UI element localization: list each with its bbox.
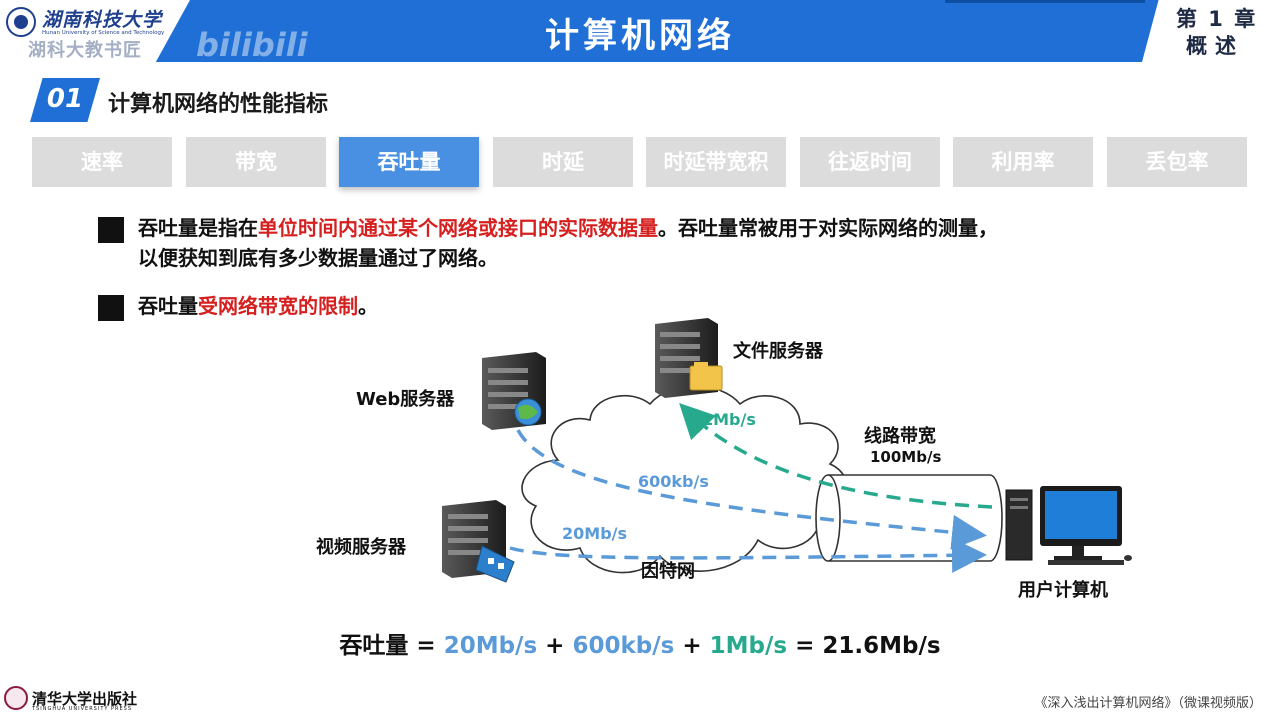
tab-utilization[interactable]: 利用率 <box>953 137 1093 187</box>
chapter-name: 概述 <box>1186 34 1244 58</box>
throughput-formula: 吞吐量 = 20Mb/s + 600kb/s + 1Mb/s = 21.6Mb/… <box>0 626 1280 660</box>
tab-delay-bandwidth-product[interactable]: 时延带宽积 <box>646 137 786 187</box>
web-server-label: Web服务器 <box>356 389 455 410</box>
video-server-label: 视频服务器 <box>316 537 406 558</box>
tab-bandwidth[interactable]: 带宽 <box>186 137 326 187</box>
highlight-text: 受网络带宽的限制 <box>198 294 358 318</box>
tab-throughput[interactable]: 吞吐量 <box>339 137 479 187</box>
highlight-text: 单位时间内通过某个网络或接口的实际数据量 <box>258 216 658 240</box>
formula-operator: + <box>674 633 710 659</box>
bullet-text: 吞吐量 <box>138 294 198 318</box>
tab-rtt[interactable]: 往返时间 <box>800 137 940 187</box>
web-flow-line <box>516 429 987 550</box>
throughput-diagram: 文件服务器 Web服务器 视频服务器 因特网 用户计算机 线路带宽 100Mb/… <box>300 300 1180 620</box>
internet-label: 因特网 <box>641 561 695 582</box>
formula-operator: = <box>408 633 444 659</box>
tab-packet-loss[interactable]: 丢包率 <box>1107 137 1247 187</box>
channel-watermark: 湖科大教书匠 <box>28 40 142 61</box>
file-rate-label: 1Mb/s <box>702 410 756 429</box>
section-title: 计算机网络的性能指标 <box>108 92 329 117</box>
bullet-text: 。 <box>358 294 378 318</box>
chapter-number: 第 1 章 <box>1176 7 1258 31</box>
book-title: 《深入浅出计算机网络》（微课视频版） <box>1034 696 1262 711</box>
chapter-box <box>1142 0 1280 62</box>
formula-term-video: 20Mb/s <box>443 633 538 659</box>
university-logo-panel: 湖南科技大学 Hunan University of Science and T… <box>0 0 190 62</box>
file-flow-line <box>679 403 993 509</box>
formula-result: 21.6Mb/s <box>822 633 941 659</box>
formula-operator: = <box>787 633 823 659</box>
bullet-definition: 吞吐量是指在单位时间内通过某个网络或接口的实际数据量。吞吐量常被用于对实际网络的… <box>138 213 998 243</box>
bullet-marker <box>98 295 124 321</box>
press-logo-icon <box>4 686 28 710</box>
video-rate-label: 20Mb/s <box>562 524 628 543</box>
title-bar: 湖南科技大学 Hunan University of Science and T… <box>0 0 1280 64</box>
bullet-text: 吞吐量是指在 <box>138 216 258 240</box>
formula-label: 吞吐量 <box>339 633 409 659</box>
header-accent-line <box>945 0 1145 3</box>
user-computer-label: 用户计算机 <box>1018 580 1108 601</box>
press-name-english: TSINGHUA UNIVERSITY PRESS <box>32 706 133 712</box>
bullet-marker <box>98 217 124 243</box>
tab-rate[interactable]: 速率 <box>32 137 172 187</box>
slide-title: 计算机网络 <box>545 16 735 56</box>
file-server-icon <box>655 318 723 398</box>
web-rate-label: 600kb/s <box>638 472 709 491</box>
bullet-text: 。吞吐量常被用于对实际网络的测量， <box>658 216 998 240</box>
file-server-label: 文件服务器 <box>733 341 823 362</box>
bullet-limit: 吞吐量受网络带宽的限制。 <box>138 291 378 321</box>
press-name: 清华大学出版社 <box>32 690 138 708</box>
formula-term-file: 1Mb/s <box>709 633 788 659</box>
university-english-name: Hunan University of Science and Technolo… <box>42 30 165 36</box>
web-server-icon <box>482 352 546 430</box>
section-number-badge <box>30 78 100 122</box>
tab-delay[interactable]: 时延 <box>493 137 633 187</box>
video-server-icon <box>442 500 515 583</box>
bullet-definition-line2: 以便获知到底有多少数据量通过了网络。 <box>138 246 498 270</box>
link-tube <box>828 474 1003 562</box>
video-flow-line <box>509 537 987 573</box>
link-bandwidth-value: 100Mb/s <box>870 448 942 466</box>
university-name: 湖南科技大学 <box>42 9 163 31</box>
university-seal-icon <box>6 7 36 37</box>
section-number: 01 <box>46 84 84 114</box>
video-site-watermark: bilibili <box>196 26 308 64</box>
diagram-canvas <box>442 318 1132 583</box>
formula-operator: + <box>537 633 573 659</box>
link-bandwidth-label: 线路带宽 <box>864 426 936 447</box>
formula-term-web: 600kb/s <box>572 633 675 659</box>
user-computer-icon <box>1005 486 1132 565</box>
